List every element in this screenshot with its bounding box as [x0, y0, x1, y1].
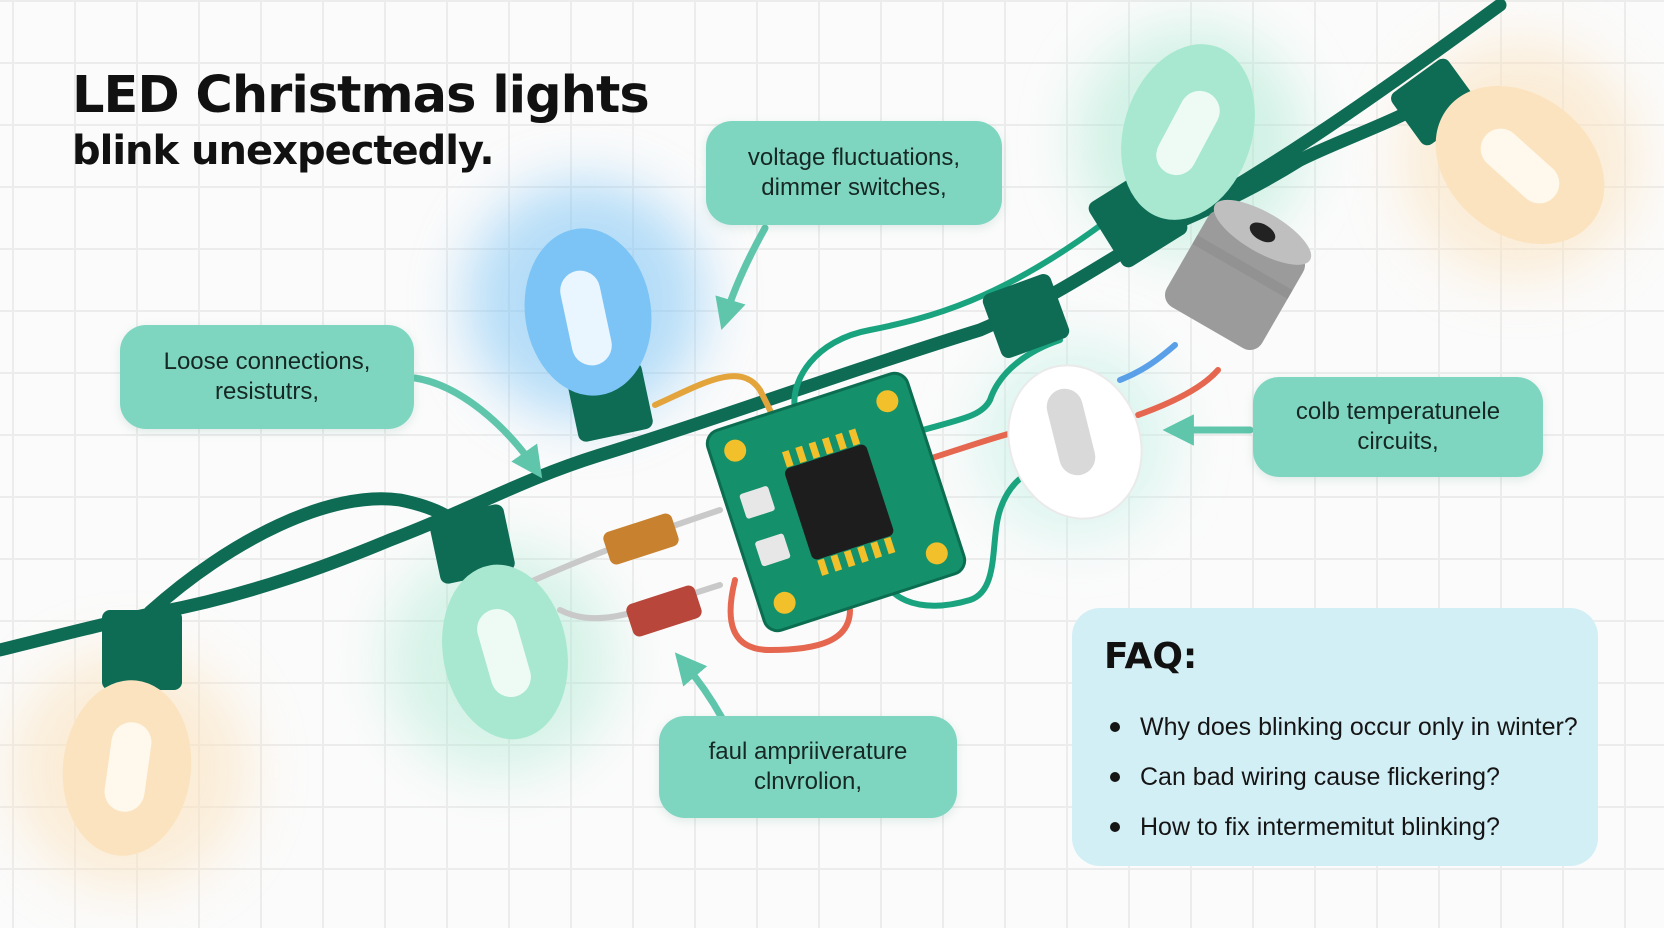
title-line-1: LED Christmas lights: [72, 66, 650, 125]
bullet-icon: [1110, 722, 1120, 732]
circuit-board: [705, 371, 967, 633]
callout-loose-line-2: resistutrs,: [214, 378, 319, 405]
callout-faulty-line-1: faul ampriiverature: [708, 738, 908, 765]
faq-item-text: Can bad wiring cause flickering?: [1140, 763, 1500, 791]
bulbs: [62, 44, 1605, 856]
callout-loose-connections: Loose connections, resistutrs,: [120, 325, 414, 429]
arrow-loose: [411, 374, 543, 479]
faq-item-text: Why does blinking occur only in winter?: [1140, 713, 1578, 741]
callout-loose-line-1: Loose connections,: [163, 348, 371, 375]
callout-voltage-line-2: dimmer switches,: [761, 174, 947, 201]
faq-panel: FAQ: Why does blinking occur only in win…: [1072, 608, 1598, 866]
green-bulb-bottom: [442, 564, 568, 740]
callout-temperature-line-2: circuits,: [1357, 428, 1439, 455]
callout-temperature: colb temperatunele circuits,: [1253, 377, 1543, 477]
faq-list: Why does blinking occur only in winter? …: [1110, 702, 1578, 852]
title-line-2: blink unexpectedly.: [72, 128, 495, 174]
faq-item: Can bad wiring cause flickering?: [1110, 752, 1578, 802]
resistors: [603, 513, 702, 637]
faq-heading: FAQ:: [1104, 636, 1198, 677]
orange-bulb-right: [1435, 85, 1605, 245]
bulb-sockets: [102, 58, 1479, 690]
faq-item-text: How to fix intermemitut blinking?: [1140, 813, 1500, 841]
bullet-icon: [1110, 772, 1120, 782]
orange-bulb-left: [62, 680, 192, 856]
faq-item: How to fix intermemitut blinking?: [1110, 802, 1578, 852]
arrow-faulty: [674, 652, 726, 722]
page-title: LED Christmas lights blink unexpectedly.: [72, 66, 650, 176]
bullet-icon: [1110, 822, 1120, 832]
callout-temperature-line-1: colb temperatunele: [1295, 398, 1501, 425]
callout-faulty-line-2: clnvrolion,: [753, 768, 863, 795]
green-bulb-top: [1121, 44, 1255, 220]
callout-arrows: [411, 224, 1254, 722]
white-bulb: [1007, 364, 1143, 520]
blue-bulb: [524, 228, 652, 396]
faq-item: Why does blinking occur only in winter?: [1110, 702, 1578, 752]
arrow-voltage: [715, 224, 769, 331]
callout-faulty: faul ampriiverature clnvrolion,: [659, 716, 957, 818]
callout-voltage: voltage fluctuations, dimmer switches,: [706, 121, 1002, 225]
callout-voltage-line-1: voltage fluctuations,: [747, 144, 961, 171]
sensor-component: [1164, 199, 1312, 351]
